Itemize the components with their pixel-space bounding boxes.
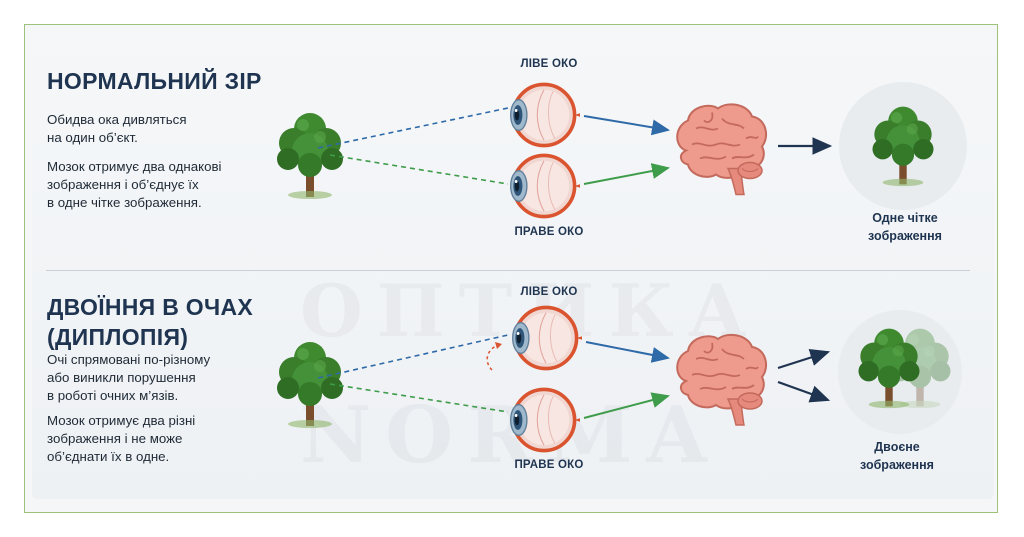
diplopia-result-arrow-top: [777, 348, 831, 370]
normal-right-sightline: [329, 154, 509, 185]
normal-left-eye-label: ЛІВЕ ОКО: [520, 58, 578, 70]
normal-left-eye-icon: [508, 82, 580, 148]
section-divider: [46, 270, 970, 271]
diplopia-right-nerve-arrow: [583, 392, 670, 419]
normal-brain-icon: [676, 103, 768, 196]
diplopia-result-arrow-bottom: [777, 380, 831, 403]
diplopia-left-eye-icon: [510, 305, 582, 371]
diplopia-left-eye-label: ЛІВЕ ОКО: [520, 286, 578, 298]
normal-right-eye-icon: [508, 153, 580, 219]
eye-deviation-indicator: [486, 344, 499, 371]
diplopia-title: ДВОЇННЯ В ОЧАХ (ДИПЛОПІЯ): [47, 294, 254, 350]
normal-result-label: Одне чітке зображення: [868, 211, 942, 243]
normal-right-eye-label: ПРАВЕ ОКО: [514, 226, 584, 238]
normal-left-sightline: [317, 107, 509, 149]
diplopia-text-1: Очі спрямовані по-різному або виникли по…: [47, 352, 211, 403]
diplopia-result-label: Двоєне зображення: [860, 440, 934, 472]
normal-right-nerve-arrow: [583, 163, 670, 185]
diplopia-right-eye-icon: [508, 387, 580, 453]
normal-vision-text-1: Обидва ока дивляться на один об’єкт.: [47, 112, 187, 145]
diplopia-left-sightline: [317, 334, 509, 379]
diplopia-text-2: Мозок отримує два різні зображення і не …: [47, 413, 196, 464]
diplopia-left-nerve-arrow: [585, 341, 670, 363]
normal-left-nerve-arrow: [583, 115, 670, 136]
diplopia-right-eye-label: ПРАВЕ ОКО: [514, 459, 584, 471]
diplopia-right-sightline: [329, 383, 509, 413]
diplopia-brain-icon: [676, 333, 768, 427]
normal-vision-title: НОРМАЛЬНИЙ ЗІР: [47, 68, 262, 94]
normal-vision-text-2: Мозок отримує два однакові зображення і …: [47, 159, 222, 210]
